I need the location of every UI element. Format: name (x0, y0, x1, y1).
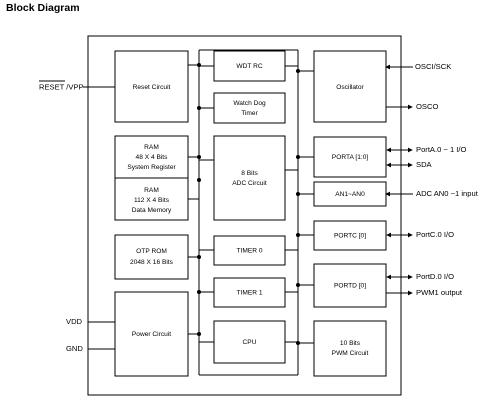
block-label: 48 X 4 Bits (136, 154, 169, 161)
block-label: Data Memory (132, 207, 172, 214)
block-label: TIMER 0 (236, 247, 262, 254)
pin-label: SDA (416, 160, 433, 169)
pin-label: PWM1 output (416, 288, 463, 297)
block-oscillator: Oscillator (313, 50, 387, 123)
block-label: Watch Dog (233, 100, 266, 107)
block-adc-circuit: 8 Bits ADC Circuit (213, 135, 286, 221)
diagram-title: Block Diagram (6, 2, 80, 14)
block-label: 112 X 4 Bits (134, 197, 170, 204)
block-label: PORTA [1:0] (332, 154, 369, 161)
block-reset-circuit: Reset Circuit (114, 50, 189, 123)
pin-label: GND (66, 344, 83, 353)
pin-portd-io: PortD.0 I/O (386, 272, 454, 281)
vpp-text: /VPP (64, 83, 83, 92)
block-label: ADC Circuit (232, 180, 267, 187)
reset-text: RESET (39, 83, 65, 92)
block-porta: PORTA [1:0] (313, 136, 387, 178)
block-label: CPU (243, 339, 257, 346)
block-ram-system-register: RAM 48 X 4 Bits System Register (114, 135, 189, 179)
pin-portc-io: PortC.0 I/O (386, 230, 454, 239)
block-timer0: TIMER 0 (213, 235, 286, 266)
pin-osci-sck: OSCI/SCK (385, 62, 451, 71)
block-portd: PORTD [0] (313, 263, 387, 308)
block-label: WDT RC (236, 63, 262, 70)
pin-label: OSCO (416, 102, 438, 111)
pin-vdd: VDD (66, 317, 115, 326)
block-timer1: TIMER 1 (213, 277, 286, 308)
block-label: Reset Circuit (133, 84, 171, 91)
pin-adc-input: ADC AN0 ~1 input (385, 189, 479, 198)
block-an1-an0: AN1~AN0 (313, 181, 387, 207)
block-label: RAM (144, 187, 159, 194)
block-pwm-circuit: 10 Bits PWM Circuit (313, 320, 387, 377)
pin-pwm1-output: PWM1 output (386, 288, 463, 297)
block-label: PORTC [0] (334, 232, 366, 239)
pin-label: PortA.0 ~ 1 I/O (416, 145, 467, 154)
block-label: TIMER 1 (236, 289, 262, 296)
block-label: PORTD [0] (334, 282, 366, 289)
block-label: System Register (127, 164, 176, 171)
block-label: Timer (241, 110, 258, 117)
pin-label: PortD.0 I/O (416, 272, 454, 281)
pin-label: RESET /VPP (39, 83, 84, 92)
pin-label: VDD (66, 317, 83, 326)
pin-reset-vpp: RESET /VPP (39, 80, 115, 92)
block-label: AN1~AN0 (335, 191, 365, 198)
junction-dots (197, 63, 300, 345)
pin-porta-io: PortA.0 ~ 1 I/O (386, 145, 467, 154)
block-power-circuit: Power Circuit (114, 291, 189, 377)
pin-label: ADC AN0 ~1 input (416, 189, 479, 198)
pin-sda: SDA (386, 160, 433, 169)
block-cpu: CPU (213, 320, 286, 364)
pin-label: OSCI/SCK (415, 62, 451, 71)
pin-label: PortC.0 I/O (416, 230, 454, 239)
block-label: Oscillator (336, 84, 364, 91)
block-wdt-rc: WDT RC (213, 50, 286, 82)
block-label: 8 Bits (241, 170, 258, 177)
block-watch-dog-timer: Watch Dog Timer (213, 92, 286, 124)
pin-osco: OSCO (386, 102, 438, 111)
block-label: Power Circuit (132, 331, 171, 338)
block-ram-data-memory: RAM 112 X 4 Bits Data Memory (114, 177, 189, 221)
block-label: 10 Bits (340, 340, 361, 347)
pin-gnd: GND (66, 344, 115, 353)
block-label: PWM Circuit (332, 350, 369, 357)
block-label: 2048 X 16 Bits (130, 259, 174, 266)
block-otp-rom: OTP ROM 2048 X 16 Bits (114, 234, 189, 280)
block-label: RAM (144, 144, 159, 151)
block-portc: PORTC [0] (313, 220, 387, 251)
block-label: OTP ROM (136, 248, 167, 255)
